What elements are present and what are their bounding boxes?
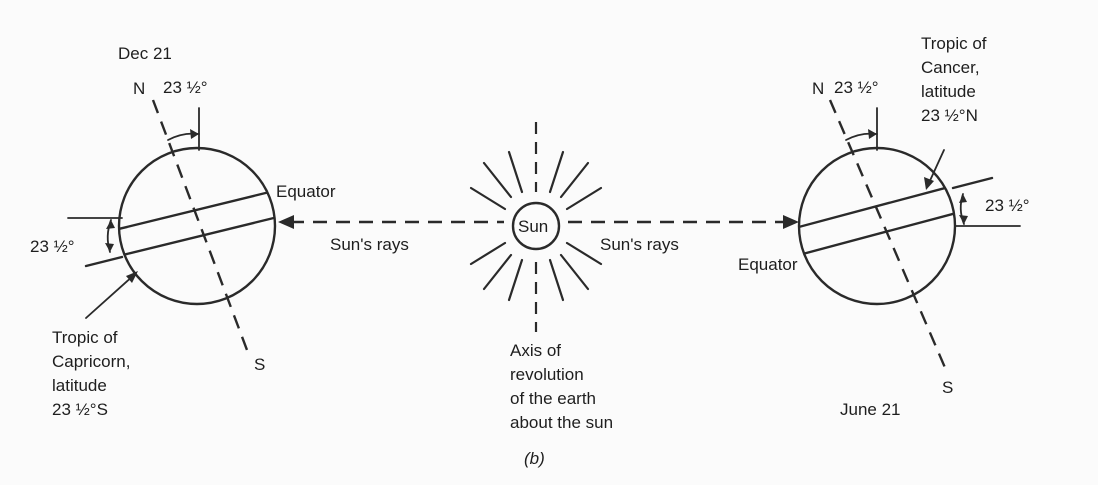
right-earth-axis: [828, 99, 948, 371]
right-tropic-pointer: [927, 149, 945, 186]
sun-circle: [511, 201, 561, 251]
left-tilt-arrowhead-side-up: [106, 220, 115, 229]
axis-caption-line-3: of the earth: [510, 389, 596, 408]
sun-rays-left-label: Sun's rays: [330, 235, 409, 254]
axis-caption-line-1: Axis of: [510, 341, 561, 360]
left-tropic-pointer: [85, 274, 135, 319]
right-tilt-top-label: 23 ½°: [834, 78, 879, 97]
left-tilt-top-label: 23 ½°: [163, 78, 208, 97]
capricorn-line-3: latitude: [52, 376, 107, 395]
sun-ray: [559, 161, 590, 199]
left-tropic-line: [119, 212, 275, 266]
sun-rays-right-arrowhead: [783, 215, 799, 229]
capricorn-line-2: Capricorn,: [52, 352, 130, 371]
right-south-label: S: [942, 378, 953, 397]
right-tropic-pointer-head: [924, 177, 934, 190]
right-tilt-arrowhead-side-down: [959, 215, 968, 224]
left-south-label: S: [254, 355, 265, 374]
left-earth-axis: [151, 99, 249, 351]
axis-caption-line-4: about the sun: [510, 413, 613, 432]
sun-ray: [482, 253, 513, 291]
sun-ray: [507, 258, 524, 302]
sun-ray: [469, 186, 507, 211]
cancer-line-2: Cancer,: [921, 58, 980, 77]
sun-ray: [548, 150, 565, 194]
capricorn-line-4: 23 ½°S: [52, 400, 108, 419]
right-globe: N 23 ½° Tropic of Cancer, latitude 23 ½°…: [738, 34, 1030, 419]
sun-rays-left-arrowhead: [278, 215, 294, 229]
sun-ray: [469, 241, 507, 266]
figure-label: (b): [524, 449, 545, 468]
sun-ray: [548, 258, 565, 302]
left-earth-circle: [117, 146, 277, 306]
sun-ray: [559, 253, 590, 291]
dec21-label: Dec 21: [118, 44, 172, 63]
sun-ray: [565, 241, 603, 266]
right-tropic-line: [799, 178, 955, 234]
right-tilt-side-label: 23 ½°: [985, 196, 1030, 215]
sun-ray: [565, 186, 603, 211]
right-earth-circle: [797, 146, 957, 306]
right-tilt-arrowhead-side-up: [959, 194, 967, 203]
right-equator-label: Equator: [738, 255, 798, 274]
left-north-label: N: [133, 79, 145, 98]
cancer-line-4: 23 ½°N: [921, 106, 978, 125]
sun-rays: [469, 150, 603, 302]
left-globe: Dec 21 N 23 ½° Equator 23 ½° S Tropic of…: [30, 44, 336, 419]
sun-label: Sun: [518, 217, 548, 236]
right-tilt-arrowhead-top: [868, 129, 877, 139]
right-north-label: N: [812, 79, 824, 98]
sun-ray: [507, 150, 524, 194]
right-tropic-extension: [951, 176, 994, 190]
left-tropic-pointer-head: [126, 271, 138, 283]
left-equator-line: [119, 185, 275, 239]
cancer-line-1: Tropic of: [921, 34, 987, 53]
capricorn-line-1: Tropic of: [52, 328, 118, 347]
left-tilt-arrowhead-side-down: [105, 243, 114, 252]
left-tilt-side-label: 23 ½°: [30, 237, 75, 256]
june21-label: June 21: [840, 400, 901, 419]
axis-caption-line-2: revolution: [510, 365, 584, 384]
cancer-line-3: latitude: [921, 82, 976, 101]
right-equator-line: [799, 206, 955, 262]
sun-ray: [482, 161, 513, 199]
left-equator-label: Equator: [276, 182, 336, 201]
sun-rays-right-label: Sun's rays: [600, 235, 679, 254]
sun-group: Sun Sun's rays Sun's rays Axis of revolu…: [278, 122, 799, 432]
left-tilt-arrowhead-top: [190, 129, 199, 139]
left-tropic-extension: [84, 255, 124, 268]
